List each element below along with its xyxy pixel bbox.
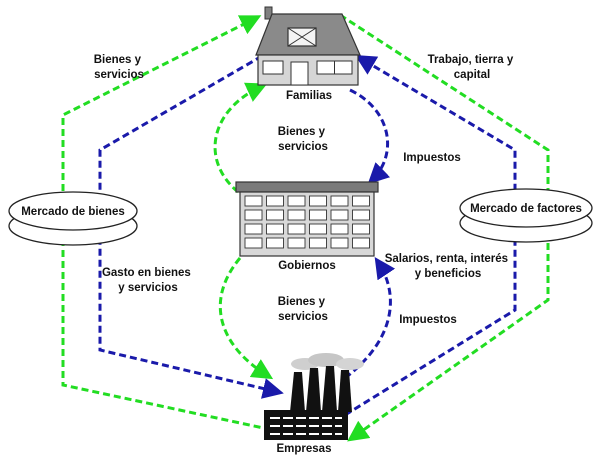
building-window [352,195,370,207]
building-window [309,223,327,235]
building-window [287,195,306,207]
building-window [266,209,284,221]
building-window [309,209,327,221]
building-window [330,195,349,207]
building-window [287,237,306,249]
flow-label-taxes-families: Impuestos [403,152,461,164]
government-building-icon [235,181,379,257]
building-window [330,237,349,249]
building-window [244,223,263,235]
building-window [287,209,306,221]
flow-label-labor-land-capital: Trabajo, tierra y capital [428,54,517,81]
building-window [244,195,263,207]
building-window [352,237,370,249]
building-window [266,223,284,235]
flow-label-goods-services-left: Bienes y servicios [94,54,145,81]
factor-market-disc [459,188,593,243]
flow-label-wages-rent: Salarios, renta, interés y beneficios [385,253,512,280]
house-icon [255,6,361,86]
flow-taxes-families-to-government [349,88,391,185]
building-window [287,223,306,235]
families-label: Familias [286,90,332,102]
flow-label-taxes-firms: Impuestos [399,314,457,326]
flow-goods-government-to-families [213,82,268,194]
flow-label-spending-goods: Gasto en bienes y servicios [102,267,194,294]
building-window [266,237,284,249]
building-window [309,237,327,249]
flow-goods-government-to-firms [218,257,274,380]
government-label: Gobiernos [278,260,336,272]
building-window [330,209,349,221]
factor-market-label: Mercado de factores [470,203,582,215]
goods-market-disc [8,191,138,246]
building-window [352,223,370,235]
building-window [330,223,349,235]
building-window [309,195,327,207]
building-window [244,209,263,221]
firms-label: Empresas [277,443,332,455]
building-window [244,237,263,249]
building-window [266,195,284,207]
flow-label-goods-services-to-families: Bienes y servicios [278,126,329,153]
factory-icon [264,353,364,440]
goods-market-label: Mercado de bienes [21,206,125,218]
flow-spending-families-to-firms [98,54,284,399]
flow-label-goods-services-to-firms: Bienes y servicios [278,296,329,323]
building-window [352,209,370,221]
